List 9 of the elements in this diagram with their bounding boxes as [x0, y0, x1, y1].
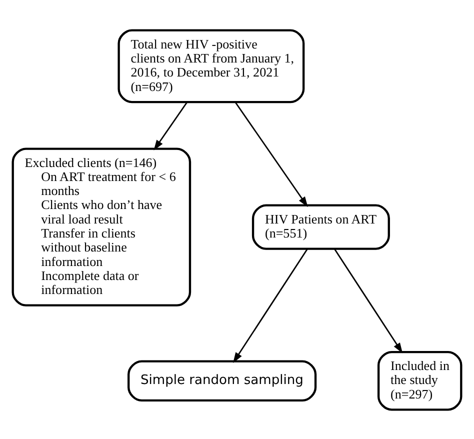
node-box: Excluded clients (n=146) On ART treatment for < 6 months Clients who don’t have viral load result Transfer in clients without baseline information Incomplete data or information — [12, 147, 192, 306]
node-box: Simple random sampling — [128, 360, 317, 401]
arrow — [154, 101, 188, 150]
node-box: Total new HIV -positive clients on ART from January 1, 2016, to December 31, 2021 (n=697) — [118, 28, 305, 103]
arrow — [334, 248, 403, 353]
arrow — [233, 248, 308, 362]
node-box: HIV Patients on ART (n=551) — [252, 204, 390, 250]
node-box: Included in the study (n=297) — [377, 350, 462, 410]
arrow — [234, 101, 308, 207]
